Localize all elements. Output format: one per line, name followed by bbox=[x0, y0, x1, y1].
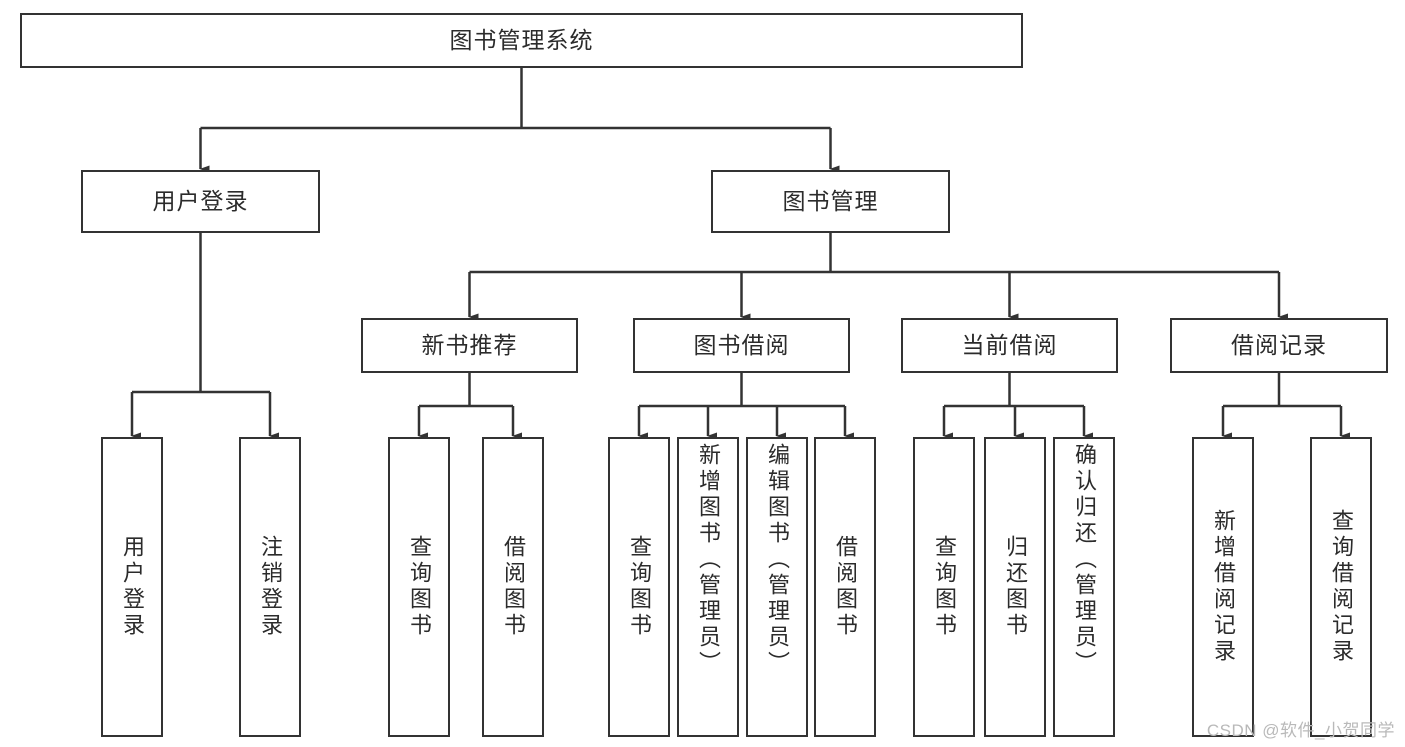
node-label-borrow: 图书借阅 bbox=[693, 332, 790, 359]
node-label-leaf-bo-borrow: 借阅图书 bbox=[833, 535, 858, 639]
node-leaf-cu-query[interactable]: 查询图书 bbox=[913, 437, 975, 737]
node-leaf-rec-add[interactable]: 新增借阅记录 bbox=[1192, 437, 1254, 737]
watermark: CSDN @软件_小贺同学 bbox=[1206, 721, 1395, 740]
node-leaf-user-login[interactable]: 用户登录 bbox=[101, 437, 163, 737]
node-leaf-bo-edit[interactable]: 编辑图书（管理员） bbox=[746, 437, 808, 737]
node-label-leaf-bo-query: 查询图书 bbox=[627, 535, 652, 639]
node-leaf-cu-confirm[interactable]: 确认归还（管理员） bbox=[1053, 437, 1115, 737]
node-label-leaf-bo-add: 新增图书（管理员） bbox=[696, 443, 721, 677]
node-label-leaf-nb-borrow: 借阅图书 bbox=[501, 535, 526, 639]
node-label-current: 当前借阅 bbox=[961, 332, 1058, 359]
node-label-newbook: 新书推荐 bbox=[421, 332, 518, 359]
node-label-root: 图书管理系统 bbox=[449, 27, 594, 54]
node-label-leaf-cu-confirm: 确认归还（管理员） bbox=[1072, 443, 1097, 677]
node-label-leaf-user-login: 用户登录 bbox=[120, 535, 145, 639]
node-login[interactable]: 用户登录 bbox=[81, 170, 320, 233]
node-label-leaf-rec-add: 新增借阅记录 bbox=[1211, 509, 1236, 665]
node-current[interactable]: 当前借阅 bbox=[901, 318, 1118, 373]
node-root[interactable]: 图书管理系统 bbox=[20, 13, 1023, 68]
node-label-login: 用户登录 bbox=[152, 188, 249, 215]
node-bookmgmt[interactable]: 图书管理 bbox=[711, 170, 950, 233]
node-leaf-cu-return[interactable]: 归还图书 bbox=[984, 437, 1046, 737]
node-newbook[interactable]: 新书推荐 bbox=[361, 318, 578, 373]
node-leaf-rec-query[interactable]: 查询借阅记录 bbox=[1310, 437, 1372, 737]
node-borrow[interactable]: 图书借阅 bbox=[633, 318, 850, 373]
node-leaf-user-logout[interactable]: 注销登录 bbox=[239, 437, 301, 737]
node-records[interactable]: 借阅记录 bbox=[1170, 318, 1388, 373]
node-label-leaf-bo-edit: 编辑图书（管理员） bbox=[765, 443, 790, 677]
node-label-leaf-user-logout: 注销登录 bbox=[258, 535, 283, 639]
node-leaf-nb-borrow[interactable]: 借阅图书 bbox=[482, 437, 544, 737]
node-label-leaf-nb-query: 查询图书 bbox=[407, 535, 432, 639]
node-label-records: 借阅记录 bbox=[1231, 332, 1327, 359]
node-label-leaf-rec-query: 查询借阅记录 bbox=[1329, 509, 1354, 665]
node-leaf-bo-query[interactable]: 查询图书 bbox=[608, 437, 670, 737]
node-label-leaf-cu-return: 归还图书 bbox=[1003, 535, 1028, 639]
node-label-bookmgmt: 图书管理 bbox=[782, 188, 879, 215]
node-leaf-bo-add[interactable]: 新增图书（管理员） bbox=[677, 437, 739, 737]
node-label-leaf-cu-query: 查询图书 bbox=[932, 535, 957, 639]
node-leaf-bo-borrow[interactable]: 借阅图书 bbox=[814, 437, 876, 737]
node-leaf-nb-query[interactable]: 查询图书 bbox=[388, 437, 450, 737]
